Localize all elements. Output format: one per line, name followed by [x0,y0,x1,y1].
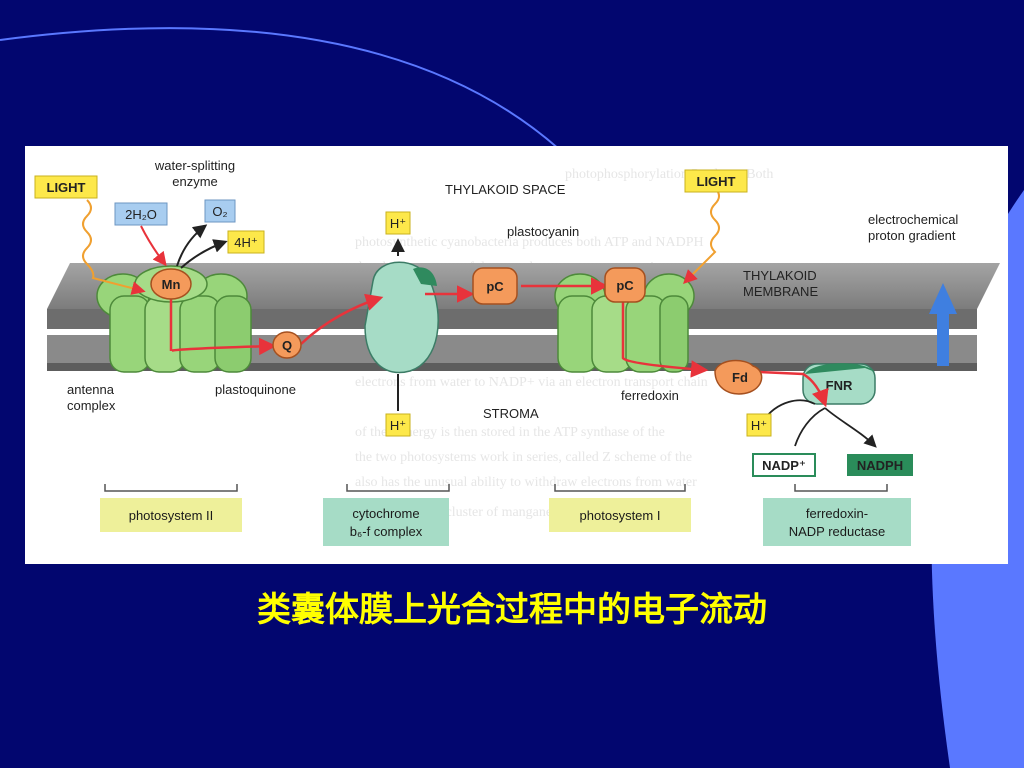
membrane-label-line1: THYLAKOID [743,268,817,283]
svg-text:photosynthetic cyanobacteria p: photosynthetic cyanobacteria produces bo… [355,235,704,250]
mn-cluster: Mn [150,268,192,300]
protons-released-label: 4H⁺ [234,235,257,250]
light-label-left: LIGHT [47,180,86,195]
nadph-label: NADPH [857,458,903,473]
slide-caption: 类囊体膜上光合过程中的电子流动 [257,590,767,630]
thylakoid-electron-flow-figure: photophosphorylation Produces Both photo… [25,146,1008,564]
reductase-caption: ferredoxin- NADP reductase [763,484,911,546]
h-plus-box-bottom: H⁺ [385,413,411,437]
photosystem-ii-caption: photosystem II [100,484,242,532]
proton-gradient-arrow [929,283,957,366]
reductase-label-line1: ferredoxin- [806,506,868,521]
fnr-label: FNR [826,378,853,393]
electron-path-psii-to-q [169,296,277,356]
nadph-box: NADPH [847,454,913,476]
pc-label-1: pC [486,279,504,294]
photosystem-ii-label: photosystem II [129,508,214,523]
reductase-label-line2: NADP reductase [789,524,886,539]
o2-arrow [176,224,208,267]
light-wave-left [82,199,146,295]
nadp-plus-label: NADP⁺ [762,458,806,473]
electron-path-fd-to-fnr [759,370,829,408]
svg-text:electrons from water to NADP+: electrons from water to NADP+ via an ele… [355,375,708,390]
h-plus-label-fnr: H⁺ [751,418,767,433]
nadp-to-fnr-arrow [794,407,826,447]
fnr-to-nadph-arrow [824,407,877,448]
plastocyanin-carrier-1: pC [472,267,518,305]
h-plus-box-fnr: H⁺ [746,413,772,437]
gradient-label-line2: proton gradient [868,228,956,243]
protons-released-arrow [180,239,228,269]
h-plus-box-top: H⁺ [385,211,411,235]
cytochrome-label-line2: b₆-f complex [350,524,423,539]
light-box-right: LIGHT [684,169,748,193]
antenna-label-line2: complex [67,398,116,413]
ferredoxin-carrier: Fd [714,359,763,395]
svg-text:the two photosystems work in s: the two photosystems work in series, cal… [355,450,692,465]
cytochrome-caption: cytochrome b₆-f complex [323,484,450,546]
ferredoxin-label: ferredoxin [621,388,679,403]
nadp-plus-box: NADP⁺ [752,453,816,477]
light-wave-right [683,187,720,284]
h-plus-label-bottom: H⁺ [390,418,406,433]
fd-label: Fd [732,370,748,385]
oxygen-box: O₂ [204,199,236,223]
membrane-label-line2: MEMBRANE [743,284,818,299]
photosystem-i-label: photosystem I [580,508,661,523]
h-plus-label-top: H⁺ [390,216,406,231]
plastocyanin-label: plastocyanin [507,224,579,239]
light-box-left: LIGHT [34,175,98,199]
water-to-mn-arrow [140,225,167,267]
plastoquinone-q: Q [272,331,302,359]
plastocyanin-carrier-2: pC [604,267,646,303]
svg-text:of their energy is then stored: of their energy is then stored in the AT… [355,425,665,440]
water-label: 2H₂O [125,207,157,222]
stroma-label: STROMA [483,406,539,421]
water-splitting-label-line2: enzyme [172,174,218,189]
svg-text:also has the unusual ability t: also has the unusual ability to withdraw… [355,475,697,490]
plastoquinone-label: plastoquinone [215,382,296,397]
protons-released-box: 4H⁺ [227,230,265,254]
water-box: 2H₂O [114,202,168,226]
light-label-right: LIGHT [697,174,736,189]
q-label: Q [282,338,292,353]
background-swoosh [0,27,561,151]
oxygen-label: O₂ [212,204,227,219]
water-splitting-label-line1: water-splitting [154,158,235,173]
electron-path-psi-to-fd [621,298,709,378]
photosystem-i-caption: photosystem I [549,484,691,532]
pc-label-2: pC [616,278,634,293]
thylakoid-space-label: THYLAKOID SPACE [445,182,566,197]
background-book-text: photophosphorylation Produces Both photo… [355,167,773,520]
mn-label: Mn [162,277,181,292]
gradient-label-line1: electrochemical [868,212,958,227]
electron-path-q-to-cyt [300,293,384,345]
cytochrome-label-line1: cytochrome [352,506,419,521]
cytochrome-complex [364,261,439,374]
antenna-label-line1: antenna [67,382,115,397]
